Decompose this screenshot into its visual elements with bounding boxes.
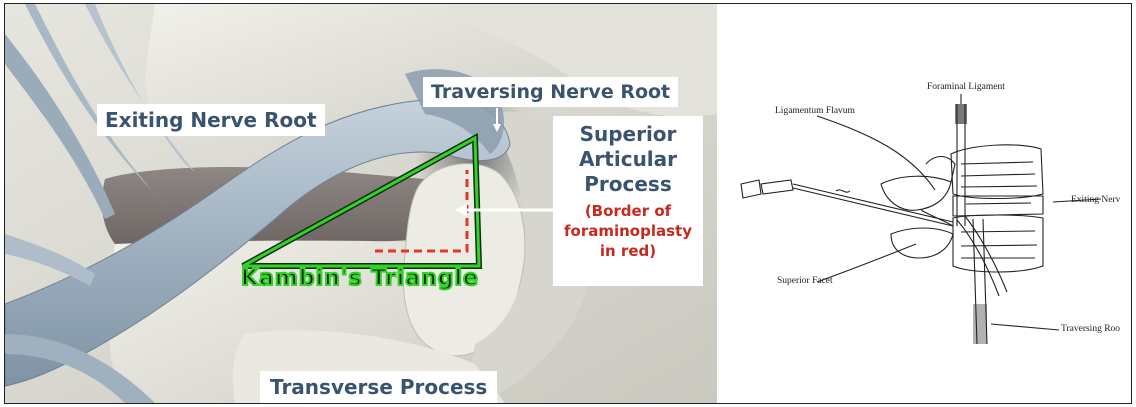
- traversing-root-label: Traversing Roo: [1061, 324, 1120, 334]
- anatomy-render-panel: Exiting Nerve Root Traversing Nerve Root…: [5, 4, 717, 403]
- foraminal-ligament-label: Foraminal Ligament: [927, 82, 1005, 92]
- exiting-nerve-root-label: Exiting Nerve Root: [97, 104, 325, 136]
- schematic-drawing-panel: Foraminal Ligament Ligamentum Flavum Exi…: [721, 4, 1131, 403]
- spine-line-drawing: [721, 4, 1131, 403]
- sap-line-3: Process: [553, 172, 703, 197]
- figure-frame: Exiting Nerve Root Traversing Nerve Root…: [4, 3, 1132, 404]
- sap-line-1: Superior: [553, 122, 703, 147]
- exiting-nerve-label: Exiting Nerv: [1071, 195, 1120, 205]
- border-note-line-1: (Border of: [553, 201, 703, 221]
- sap-line-2: Articular: [553, 147, 703, 172]
- transverse-process-label: Transverse Process: [260, 371, 497, 403]
- border-note-line-2: foraminoplasty: [553, 221, 703, 241]
- kambins-triangle-label-outline: Kambin's Triangle: [241, 266, 479, 291]
- superior-facet-label: Superior Facet: [777, 276, 833, 286]
- superior-articular-process-label: Superior Articular Process (Border of fo…: [553, 116, 703, 286]
- traversing-nerve-root-label: Traversing Nerve Root: [423, 77, 678, 107]
- border-note-line-3: in red): [553, 241, 703, 261]
- ligamentum-flavum-label: Ligamentum Flavum: [775, 106, 855, 116]
